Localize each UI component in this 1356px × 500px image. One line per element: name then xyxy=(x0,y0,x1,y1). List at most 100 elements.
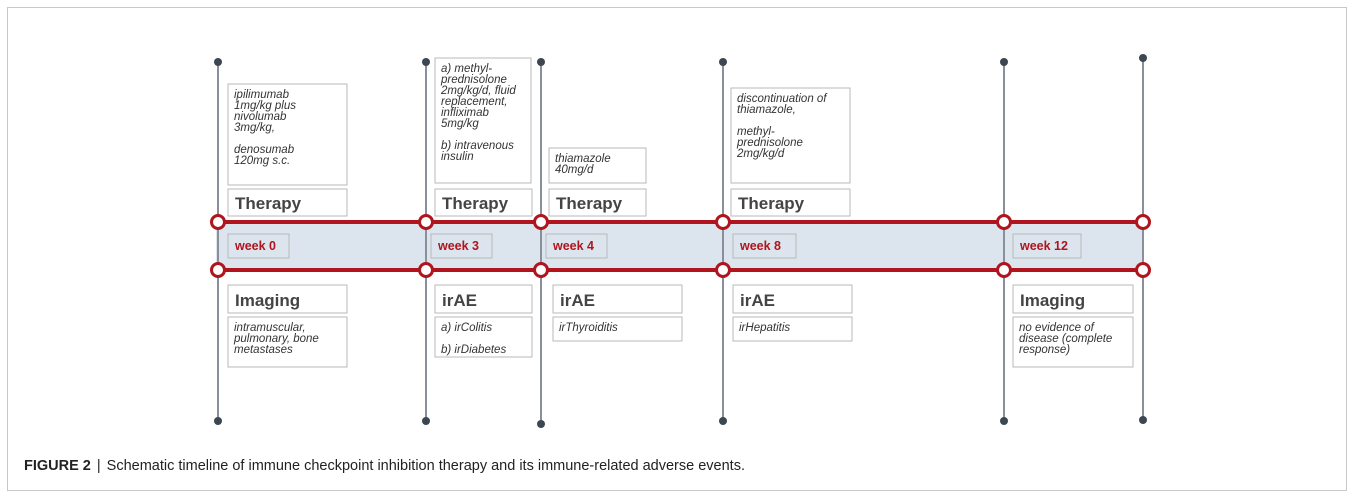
note-line: nivolumab xyxy=(234,111,287,123)
therapy-heading: Therapy xyxy=(738,194,805,213)
event-note-box xyxy=(227,316,348,368)
therapy-heading-box xyxy=(434,188,533,217)
note-line: b) irDiabetes xyxy=(441,344,506,356)
timeline-node-bottom xyxy=(715,262,731,278)
note-line: denosumab xyxy=(234,144,295,156)
therapy-heading: Therapy xyxy=(556,194,623,213)
event-note-text: irHepatitis xyxy=(739,322,790,334)
figure-caption: FIGURE 2 | Schematic timeline of immune ch… xyxy=(24,458,745,474)
note-line: 3mg/kg, xyxy=(234,122,275,134)
timeline-node-bottom xyxy=(210,262,226,278)
event-heading-box xyxy=(1012,284,1134,314)
event-note-text: a) irColitis b) irDiabetes xyxy=(441,322,506,356)
therapy-heading-box xyxy=(227,188,348,217)
note-line: 2mg/kg/d, fluid xyxy=(440,85,516,97)
event-heading-box xyxy=(732,284,853,314)
stem-dot-bottom xyxy=(537,420,545,428)
event-heading: Imaging xyxy=(1020,291,1085,310)
event-heading: irAE xyxy=(740,291,775,310)
figure-label: FIGURE 2 xyxy=(24,458,91,474)
stem-dot-bottom xyxy=(1139,416,1147,424)
stem-dot-bottom xyxy=(1000,417,1008,425)
note-line: methyl- xyxy=(737,126,775,138)
caption-text: Schematic timeline of immune checkpoint … xyxy=(106,458,745,474)
week-label-box xyxy=(1012,233,1082,259)
event-note-text: irThyroiditis xyxy=(559,322,618,334)
therapy-note-box xyxy=(548,147,647,184)
note-line: no evidence of xyxy=(1019,322,1096,334)
note-line: thiamazole xyxy=(555,153,611,165)
note-line: 120mg s.c. xyxy=(234,155,290,167)
stem-dot-top xyxy=(537,58,545,66)
stem-dot-bottom xyxy=(719,417,727,425)
note-line: thiamazole, xyxy=(737,104,796,116)
event-note-box xyxy=(434,316,533,358)
note-line: b) intravenous xyxy=(441,140,514,152)
week-label: week 8 xyxy=(739,239,781,253)
week-label-box xyxy=(732,233,797,259)
note-line: prednisolone xyxy=(736,137,803,149)
timeline-node-bottom xyxy=(533,262,549,278)
caption-separator: | xyxy=(96,458,101,474)
event-heading: irAE xyxy=(442,291,477,310)
note-line: irThyroiditis xyxy=(559,322,618,334)
therapy-heading: Therapy xyxy=(235,194,302,213)
event-heading-box xyxy=(434,284,533,314)
figure-frame xyxy=(7,7,1347,491)
event-note-box xyxy=(732,316,853,342)
stem-dot-top xyxy=(1139,54,1147,62)
note-line: 5mg/kg xyxy=(441,118,479,130)
stem-dot-top xyxy=(422,58,430,66)
therapy-note-box xyxy=(227,83,348,186)
stem-dot-top xyxy=(214,58,222,66)
week-label-box xyxy=(227,233,290,259)
note-line: a) irColitis xyxy=(441,322,492,334)
stem-dot-bottom xyxy=(422,417,430,425)
therapy-heading-box xyxy=(730,188,851,217)
note-line: response) xyxy=(1019,344,1070,356)
therapy-heading-box xyxy=(548,188,647,217)
note-line: prednisolone xyxy=(440,74,507,86)
timeline-node-bottom xyxy=(1135,262,1151,278)
week-label: week 12 xyxy=(1019,239,1068,253)
note-line: pulmonary, bone xyxy=(233,333,319,345)
note-line: disease (complete xyxy=(1019,333,1112,345)
event-heading: irAE xyxy=(560,291,595,310)
therapy-note-box xyxy=(434,57,532,184)
note-line: ipilimumab xyxy=(234,89,290,101)
note-line: irHepatitis xyxy=(739,322,790,334)
event-heading-box xyxy=(227,284,348,314)
event-note-box xyxy=(552,316,683,342)
note-line: a) methyl- xyxy=(441,63,492,75)
timeline-band xyxy=(216,222,1143,270)
week-label-box xyxy=(545,233,608,259)
note-line: metastases xyxy=(234,344,293,356)
timeline-node-top xyxy=(533,214,549,230)
timeline-node-top xyxy=(418,214,434,230)
stem-dot-top xyxy=(1000,58,1008,66)
timeline-node-top xyxy=(1135,214,1151,230)
note-line: discontinuation of xyxy=(737,93,828,105)
timeline-node-bottom xyxy=(418,262,434,278)
stem-dot-bottom xyxy=(214,417,222,425)
note-line: infliximab xyxy=(441,107,490,119)
timeline-node-top xyxy=(996,214,1012,230)
note-line: 2mg/kg/d xyxy=(736,148,785,160)
week-label: week 4 xyxy=(552,239,594,253)
note-line: replacement, xyxy=(441,96,507,108)
event-heading: Imaging xyxy=(235,291,300,310)
note-line: insulin xyxy=(441,151,474,163)
note-line: 1mg/kg plus xyxy=(234,100,296,112)
event-note-box xyxy=(1012,316,1134,368)
note-line: 40mg/d xyxy=(555,164,594,176)
stem-dot-top xyxy=(719,58,727,66)
therapy-heading: Therapy xyxy=(442,194,509,213)
week-label-box xyxy=(430,233,493,259)
